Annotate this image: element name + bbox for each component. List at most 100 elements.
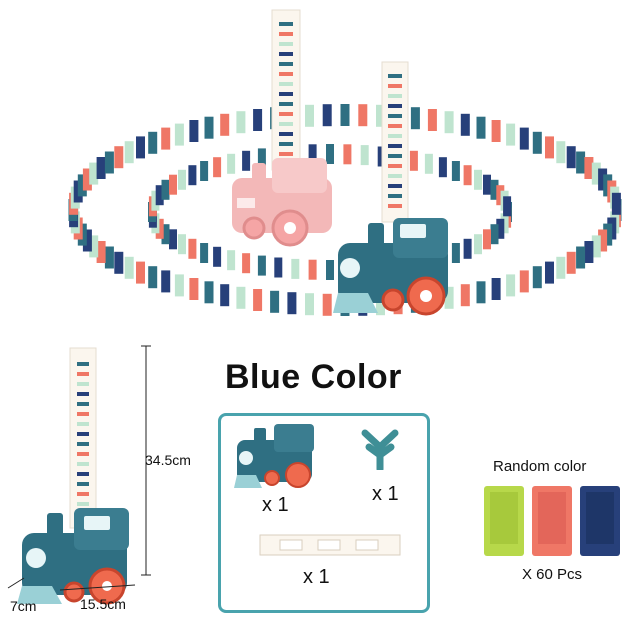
domino (89, 162, 99, 185)
tower-domino (388, 104, 402, 108)
tower-domino (388, 94, 402, 98)
domino (227, 250, 236, 271)
tower-domino (279, 92, 293, 96)
domino (136, 261, 145, 284)
tower-domino (388, 144, 402, 148)
domino (451, 161, 460, 181)
domino (236, 286, 246, 309)
domino-tower-left (271, 9, 301, 171)
random-color-label: Random color (493, 458, 587, 475)
height-dimension-label: 34.5cm (145, 452, 191, 468)
domino (566, 251, 576, 274)
domino (427, 109, 437, 131)
domino (591, 235, 601, 258)
tower-domino (77, 482, 89, 486)
tower-domino (388, 154, 402, 158)
domino (460, 113, 470, 136)
tower-domino (77, 362, 89, 366)
tower-domino (77, 462, 89, 466)
domino (576, 246, 586, 269)
domino (114, 251, 124, 274)
domino (148, 266, 158, 289)
domino (358, 104, 368, 127)
domino (200, 161, 209, 181)
domino (611, 192, 621, 215)
product-dimension-image (7, 345, 151, 605)
domino (603, 223, 613, 246)
tower-domino (77, 432, 89, 436)
track-piece-image (259, 534, 401, 556)
tower-domino (77, 452, 89, 456)
domino (213, 157, 222, 178)
domino (483, 174, 491, 195)
domino (242, 253, 251, 274)
domino (556, 256, 566, 279)
tower-domino (388, 84, 402, 88)
domino (340, 104, 350, 126)
domino (200, 243, 209, 263)
color-variant-title: Blue Color (225, 358, 402, 396)
domino (253, 109, 263, 131)
tower-domino (388, 204, 402, 208)
domino (483, 229, 491, 250)
tower-domino (388, 194, 402, 198)
domino (409, 150, 418, 171)
domino (491, 120, 501, 142)
domino (169, 174, 177, 195)
domino (287, 292, 297, 315)
accessory-quantity: x 1 (372, 483, 399, 505)
domino (161, 270, 171, 293)
tower-domino (279, 152, 293, 156)
domino (474, 169, 482, 190)
domino (519, 127, 529, 150)
domino (591, 162, 601, 185)
domino (545, 136, 554, 159)
width-dimension-label: 15.5cm (80, 596, 126, 612)
domino (463, 238, 472, 259)
tower-domino (388, 74, 402, 78)
domino (476, 116, 486, 139)
tower-domino (388, 174, 402, 178)
domino (584, 241, 594, 263)
domino (438, 157, 447, 178)
domino (519, 270, 529, 293)
domino (424, 153, 433, 174)
domino (496, 218, 505, 239)
domino (96, 157, 106, 179)
domino (104, 151, 114, 174)
domino (136, 136, 145, 159)
domino (189, 120, 199, 142)
domino (188, 165, 197, 186)
domino (236, 111, 246, 134)
domino (257, 255, 266, 276)
domino (305, 293, 314, 316)
domino (322, 293, 332, 316)
domino (104, 246, 114, 269)
domino (77, 174, 87, 197)
domino (500, 213, 509, 234)
tower-domino (279, 112, 293, 116)
domino (566, 146, 576, 169)
domino (82, 229, 92, 252)
tower-domino (279, 52, 293, 56)
domino (124, 141, 134, 164)
domino (460, 284, 470, 307)
domino (598, 168, 608, 191)
domino (257, 148, 266, 169)
domino (189, 278, 199, 300)
tower-domino (388, 114, 402, 118)
tower-domino (279, 142, 293, 146)
domino (161, 224, 170, 245)
domino (305, 104, 314, 127)
domino (204, 281, 214, 304)
domino (174, 123, 184, 146)
domino (343, 144, 352, 165)
domino (556, 141, 566, 164)
domino (308, 144, 317, 165)
domino (169, 229, 177, 250)
domino (444, 111, 454, 134)
domino (598, 229, 608, 252)
tower-domino (279, 32, 293, 36)
domino (82, 168, 92, 191)
tower-domino (279, 102, 293, 106)
